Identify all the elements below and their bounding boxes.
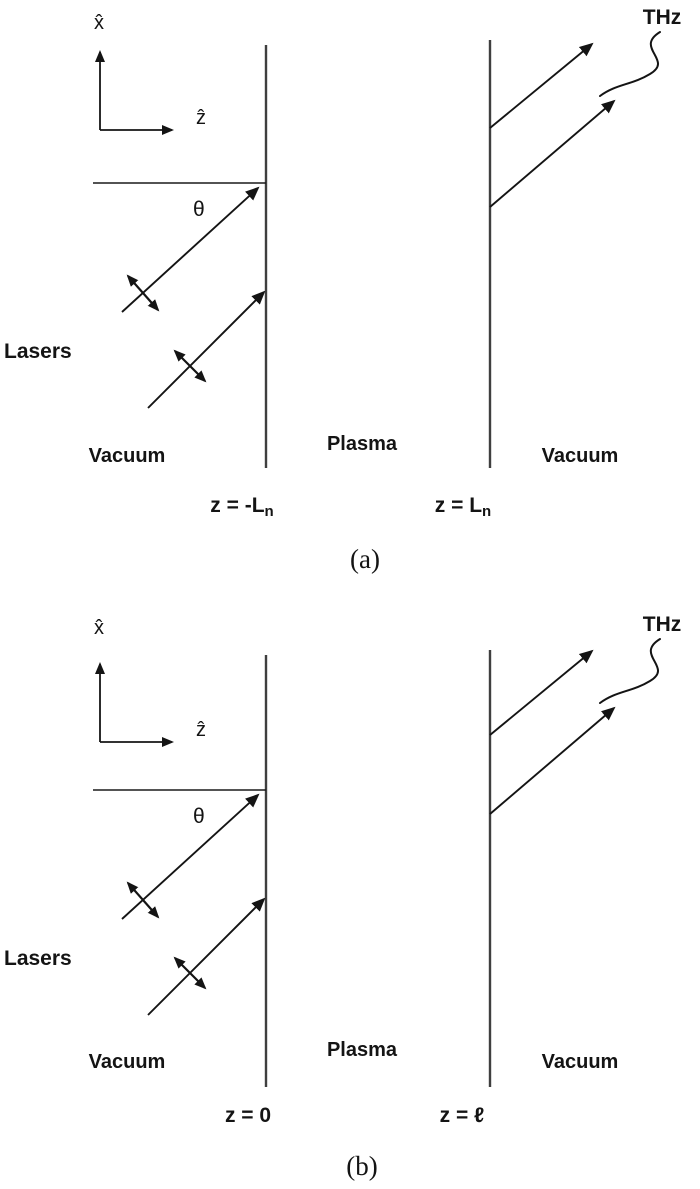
thz-label: THz [643, 6, 682, 29]
right-boundary-position-label: z = ℓ [440, 1104, 485, 1127]
thz-wave-icon [599, 638, 661, 704]
vacuum-left-label: Vacuum [89, 1051, 166, 1073]
emitted-thz-arrow-1 [489, 649, 594, 736]
thz-wave-icon [599, 31, 661, 97]
left-boundary-position-label: z = -Ln [210, 494, 273, 520]
x-axis-label: x̂ [94, 12, 104, 34]
panel-b: x̂ ẑ θ Lasers Vacuum Plasma Vacuum [4, 613, 681, 1181]
polarization-arrow-1 [126, 274, 160, 312]
vacuum-right-label: Vacuum [542, 1051, 619, 1073]
incidence-angle-label: θ [193, 805, 205, 828]
z-axis-label: ẑ [196, 107, 206, 129]
right-boundary-position-label: z = Ln [435, 494, 491, 520]
right-boundary-subscript: n [482, 503, 491, 520]
polarization-arrow-2 [173, 956, 207, 990]
polarization-arrow-2 [173, 349, 207, 383]
panel-a: x̂ ẑ θ Lasers Vacuum Plasma Vacuum [4, 6, 681, 574]
panel-b-caption: (b) [346, 1151, 377, 1181]
emitted-thz-arrow-2 [489, 706, 616, 815]
incident-laser-arrow-2 [147, 897, 266, 1016]
lasers-label: Lasers [4, 340, 72, 363]
right-boundary-main-text: z = L [435, 494, 482, 517]
vacuum-left-label: Vacuum [89, 445, 166, 467]
left-boundary-main-text: z = 0 [225, 1104, 271, 1127]
left-boundary-main-text: z = -L [210, 494, 264, 517]
lasers-label: Lasers [4, 947, 72, 970]
left-boundary-subscript: n [265, 503, 274, 520]
incident-laser-arrow-2 [147, 290, 266, 409]
plasma-label: Plasma [327, 433, 398, 455]
thz-label: THz [643, 613, 682, 636]
right-boundary-main-text: z = ℓ [440, 1104, 485, 1127]
emitted-thz-arrow-2 [489, 99, 616, 208]
plasma-label: Plasma [327, 1039, 398, 1061]
z-axis-label: ẑ [196, 719, 206, 741]
x-axis-label: x̂ [94, 617, 104, 639]
left-boundary-position-label: z = 0 [225, 1104, 271, 1127]
emitted-thz-arrow-1 [489, 42, 594, 129]
panel-a-caption: (a) [350, 544, 380, 574]
polarization-arrow-1 [126, 881, 160, 919]
incidence-angle-label: θ [193, 198, 205, 221]
vacuum-right-label: Vacuum [542, 445, 619, 467]
